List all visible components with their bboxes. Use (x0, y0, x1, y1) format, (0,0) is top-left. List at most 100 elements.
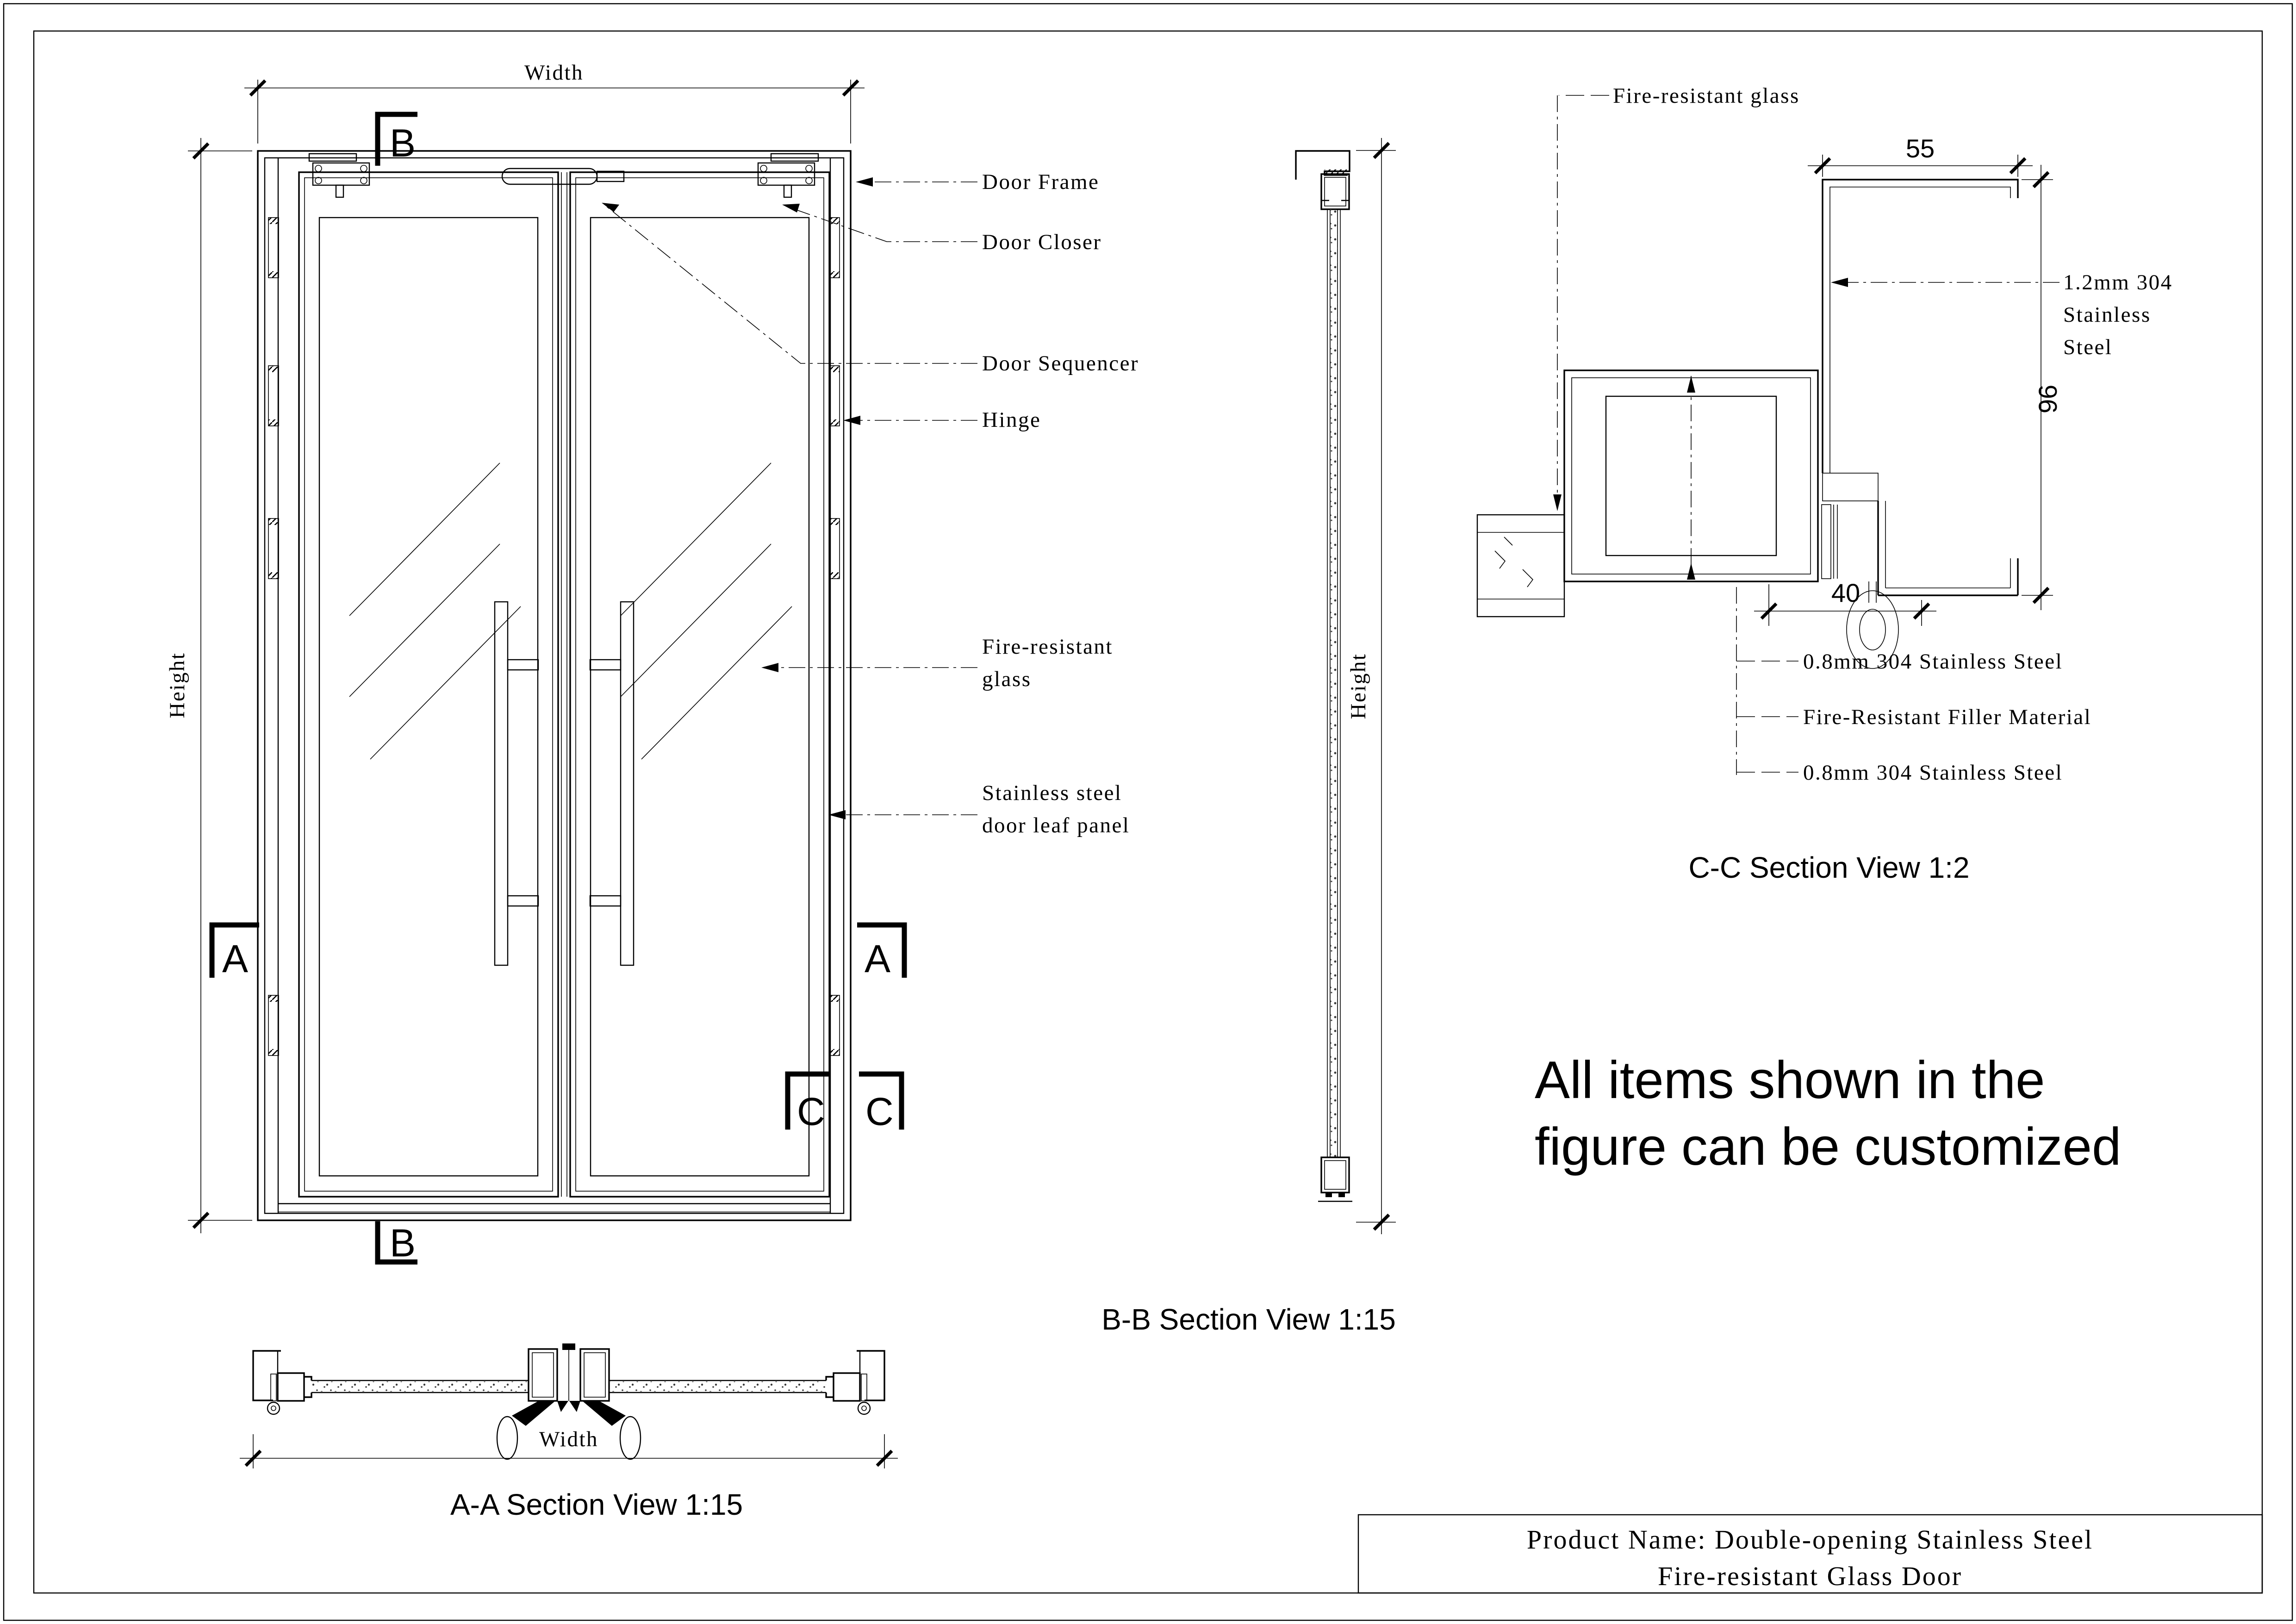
border-outer (3, 3, 2293, 1621)
callout-door-frame: Door Frame (856, 170, 1099, 194)
frame-seal (1822, 473, 1879, 501)
svg-text:96: 96 (2033, 385, 2062, 413)
callout-cc-glass: Fire-resistant glass (1553, 84, 1800, 511)
svg-text:Steel: Steel (2063, 335, 2112, 359)
aa-caption: A-A Section View 1:15 (450, 1488, 743, 1521)
hinge-pin (857, 1401, 871, 1415)
callout-door-closer: Door Closer (782, 204, 1102, 254)
title-block-box (1357, 1514, 2263, 1594)
leader-arrow (843, 416, 860, 425)
dim-40: 40 (1754, 578, 1936, 626)
dim-height-bb: Height (1346, 138, 1396, 1234)
svg-text:Width: Width (539, 1427, 598, 1451)
label-filler: Fire-Resistant Filler Material (1803, 705, 2091, 729)
door-elevation: Width Height B B A A C (165, 61, 1139, 1265)
svg-text:door leaf panel: door leaf panel (982, 813, 1130, 837)
svg-text:40: 40 (1831, 578, 1860, 607)
callout-fire-glass: Fire-resistant glass (761, 635, 1113, 691)
section-marker-c-left: C (785, 1071, 829, 1133)
border-inner (33, 30, 2263, 1594)
door-frame-outer (257, 150, 852, 1221)
svg-text:55: 55 (1906, 134, 1935, 163)
svg-text:glass: glass (982, 667, 1032, 691)
svg-text:Door Closer: Door Closer (982, 230, 1102, 254)
hinge-pin (267, 1401, 280, 1415)
edge-seal (1821, 504, 1831, 579)
section-marker-c-right: C (859, 1071, 904, 1133)
seal-circle (1846, 581, 1899, 669)
label-skin-top: 0.8mm 304 Stainless Steel (1803, 650, 2063, 674)
leader-arrow (828, 810, 846, 819)
callout-door-sequencer: Door Sequencer (602, 203, 1139, 375)
cc-caption: C-C Section View 1:2 (1688, 851, 1969, 884)
right-door-leaf (569, 171, 830, 1198)
hinge-block (268, 217, 279, 278)
handle-section-left (496, 1401, 555, 1460)
svg-text:Fire-resistant glass: Fire-resistant glass (1613, 84, 1800, 108)
width-dim-label: Width (524, 61, 584, 85)
hinge-section (270, 1374, 277, 1401)
title-block: Product Name: Double-opening Stainless S… (1357, 1514, 2263, 1594)
leader-arrow (761, 663, 778, 672)
dim-55: 55 (1808, 134, 2033, 177)
dim-width-aa: Width (240, 1427, 898, 1468)
svg-text:Door Sequencer: Door Sequencer (982, 351, 1139, 375)
svg-text:1.2mm 304: 1.2mm 304 (2063, 270, 2173, 294)
svg-text:Height: Height (1346, 653, 1370, 719)
left-door-leaf (298, 171, 559, 1198)
svg-text:Door Frame: Door Frame (982, 170, 1099, 194)
svg-text:A: A (865, 937, 890, 981)
section-marker-b-top: B (375, 112, 417, 166)
section-marker-a-left: A (209, 922, 259, 981)
leader-arrow (782, 204, 800, 212)
hinge-section (861, 1374, 867, 1401)
handle-right (589, 601, 635, 966)
glass-reflection-line (349, 462, 500, 616)
section-marker-b-bottom: B (375, 1221, 417, 1265)
door-frame-inner (264, 157, 845, 1214)
leader-arrow (1553, 494, 1562, 511)
svg-text:Stainless steel: Stainless steel (982, 781, 1122, 805)
glass-section (609, 1381, 826, 1392)
svg-text:Fire-resistant: Fire-resistant (982, 635, 1113, 659)
glass-reflection-line (620, 462, 772, 616)
wall-glass-assembly (1476, 514, 1565, 618)
leader-arrow (1831, 278, 1848, 287)
callout-hinge: Hinge (843, 408, 1041, 432)
svg-text:C: C (797, 1090, 825, 1133)
svg-text:C: C (865, 1090, 894, 1133)
callout-leaf-layers: 0.8mm 304 Stainless Steel Fire-Resistant… (1736, 587, 2091, 785)
door-sequencer (501, 168, 625, 185)
product-name-line1: Product Name: Double-opening Stainless S… (1527, 1524, 2093, 1555)
callout-leaf-panel: Stainless steel door leaf panel (828, 781, 1130, 837)
height-dim-label: Height (165, 652, 189, 718)
cc-section-view: Fire-resistant glass (1476, 84, 2173, 884)
leader-arrow (602, 203, 619, 212)
leader-arrow (856, 177, 873, 187)
glass-section (1330, 209, 1338, 1157)
bb-caption: B-B Section View 1:15 (1101, 1303, 1396, 1336)
note-line2: figure can be customized (1535, 1118, 2121, 1176)
dim-height-left: Height (165, 138, 252, 1233)
leaf-profile (1563, 369, 1838, 582)
svg-text:Hinge: Hinge (982, 408, 1041, 432)
hinges (268, 217, 840, 1056)
dim-96: 96 (2022, 165, 2062, 610)
svg-text:B: B (390, 1221, 416, 1265)
callout-frame-material: 1.2mm 304 Stainless Steel (1831, 270, 2173, 359)
product-name-line2: Fire-resistant Glass Door (1658, 1561, 1962, 1591)
door-closer-left (308, 153, 370, 198)
door-closer-right (757, 153, 819, 198)
section-marker-a-right: A (857, 922, 907, 981)
frame-profile (1822, 179, 2019, 596)
glass-section (311, 1381, 529, 1392)
svg-text:A: A (222, 937, 248, 981)
note-text: All items shown in the figure can be cus… (1535, 1051, 2121, 1176)
bb-section-view: Height B-B Section View 1:15 (1101, 138, 1396, 1336)
note-line1: All items shown in the (1535, 1051, 2045, 1110)
svg-text:Stainless: Stainless (2063, 303, 2151, 327)
svg-text:B: B (390, 121, 416, 165)
dim-width-top: Width (244, 61, 865, 144)
